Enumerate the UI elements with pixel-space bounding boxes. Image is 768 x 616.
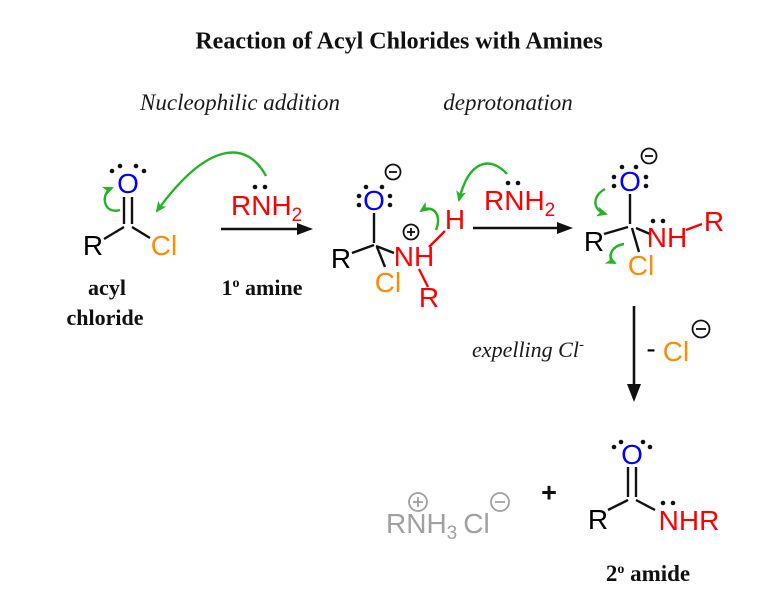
- positive-charge-icon: [402, 223, 420, 241]
- amine1-formula-subscript: 2: [291, 205, 303, 226]
- amide-caption-text: amide: [624, 561, 691, 586]
- alkoxide-nh-group: NH: [646, 222, 688, 253]
- alkoxide-chlorine: Cl: [627, 250, 655, 281]
- amine1-formula: RNH2: [231, 190, 303, 226]
- negative-charge-icon: [384, 163, 402, 181]
- amine2-formula-main: RNH: [484, 185, 545, 216]
- page-title: Reaction of Acyl Chlorides with Amines: [195, 28, 603, 55]
- intermediate-proton: H: [444, 204, 466, 235]
- amine1-lone-pair-icon: [252, 184, 268, 190]
- intermediate-oxygen-lone-pair-icon: [356, 184, 393, 208]
- amide-nhr-group: NHR: [658, 505, 720, 536]
- amine2-formula-subscript: 2: [544, 200, 556, 221]
- amide-bonds: [607, 467, 656, 512]
- alkoxide-oxygen: O: [619, 166, 641, 197]
- amine1-caption-ordinal: o: [232, 276, 240, 291]
- salt-formula-subscript: 3: [446, 523, 458, 544]
- step-label-expelling-cl: expelling Cl-: [472, 337, 584, 363]
- plus-sign: +: [541, 477, 557, 508]
- intermediate-nh-group: NH: [393, 241, 435, 272]
- expelling-text: expelling Cl: [472, 337, 579, 362]
- intermediate-oxygen: O: [363, 185, 385, 216]
- alkoxide-oxygen-lone-pair-icon: [611, 164, 649, 189]
- reaction-arrow-1: [221, 223, 313, 235]
- amide-oxygen: O: [621, 439, 643, 470]
- alkoxide-red-bonds: [685, 222, 703, 232]
- alkoxide-nitrogen-lone-pair-icon: [650, 218, 666, 224]
- negative-charge-icon: [640, 147, 658, 165]
- amine2-formula: RNH2: [484, 185, 556, 221]
- leaving-chloride: Cl: [662, 336, 690, 367]
- salt-chloride: Cl: [463, 508, 490, 539]
- alkoxide-n-r-group: R: [703, 206, 725, 237]
- acyl-chloride-oxygen-lone-pair-icon: [109, 163, 147, 174]
- expelling-sup-minus: -: [578, 337, 584, 353]
- acyl-chloride-caption-line1: acyl: [88, 275, 126, 300]
- intermediate-red-bonds: [417, 230, 446, 288]
- amide-nitrogen-lone-pair-icon: [660, 500, 676, 506]
- minus-sign: -: [646, 333, 656, 364]
- amide-caption-number: 2: [605, 561, 618, 586]
- amide-r-group: R: [587, 504, 609, 535]
- salt-positive-charge-icon: [408, 492, 428, 512]
- step-label-deprotonation: deprotonation: [443, 90, 573, 115]
- acyl-chloride-caption-line2: chloride: [66, 305, 144, 330]
- curved-arrow-nh-bond-to-nitrogen-icon: [419, 201, 440, 231]
- amine1-caption: 1o amine: [222, 275, 303, 301]
- alkoxide-bonds: [603, 194, 651, 253]
- acyl-chloride-oxygen: O: [117, 168, 139, 199]
- curved-arrow-pi-bond-to-oxygen-icon: [101, 186, 121, 212]
- amide-caption: 2o amide: [606, 561, 690, 587]
- intermediate-bonds: [351, 213, 395, 268]
- amine2-lone-pair-icon: [505, 180, 521, 186]
- curved-arrow-amine-to-carbonyl-icon: [155, 151, 268, 213]
- amide-caption-ordinal: o: [617, 562, 625, 577]
- amide-oxygen-lone-pair-icon: [611, 439, 653, 450]
- reaction-arrow-2: [473, 222, 573, 234]
- amine1-caption-number: 1: [221, 275, 233, 300]
- curved-arrow-amine2-to-proton-icon: [456, 162, 508, 202]
- curved-arrow-ccl-bond-to-chlorine-icon: [604, 242, 625, 265]
- amine1-caption-text: amine: [239, 275, 303, 300]
- negative-charge-icon: [691, 319, 711, 339]
- intermediate-n-r-group: R: [418, 282, 440, 313]
- alkoxide-r-group: R: [583, 226, 605, 257]
- step-label-nucleophilic-addition: Nucleophilic addition: [140, 90, 340, 115]
- acyl-chloride-r-group: R: [82, 230, 104, 261]
- intermediate-r-group: R: [330, 243, 352, 274]
- reaction-arrow-down: [627, 306, 641, 402]
- acyl-chloride-chlorine: Cl: [150, 230, 178, 261]
- acyl-chloride-bonds: [103, 197, 151, 241]
- amine1-formula-main: RNH: [231, 190, 292, 221]
- salt-formula-main: RNH: [386, 508, 447, 539]
- intermediate-chlorine: Cl: [374, 267, 402, 298]
- curved-arrow-oxygen-to-carbon-icon: [594, 187, 608, 217]
- salt-negative-charge-icon: [490, 492, 510, 512]
